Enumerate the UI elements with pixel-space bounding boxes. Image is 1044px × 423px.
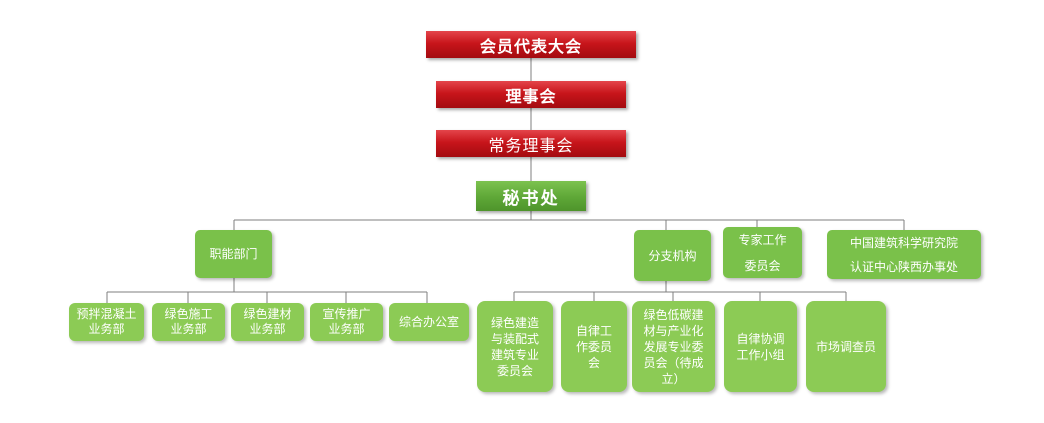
functional-child-box: 预拌混凝土 业务部 bbox=[69, 303, 144, 341]
branch-child-label: 市场调查员 bbox=[815, 339, 876, 354]
functional-child-box: 绿色建材 业务部 bbox=[231, 303, 304, 341]
cabr-office-label: 中国建筑科学研究院 认证中心陕西办事处 bbox=[849, 235, 958, 274]
branches-box: 分支机构 bbox=[634, 230, 711, 281]
standing-council-box: 常务理事会 bbox=[436, 130, 626, 157]
secretariat-label: 秘书处 bbox=[502, 188, 560, 209]
functional-child-box: 综合办公室 bbox=[389, 303, 469, 341]
branches-label: 分支机构 bbox=[648, 248, 697, 263]
functional-depts-label: 职能部门 bbox=[209, 247, 258, 261]
branch-child-box: 绿色低碳建 材与产业化 发展专业委 员会（待成 立） bbox=[632, 301, 715, 392]
branch-child-box: 自律协调 工作小组 bbox=[724, 301, 797, 392]
congress-label: 会员代表大会 bbox=[479, 36, 582, 56]
council-box: 理事会 bbox=[436, 81, 626, 108]
branch-child-label: 自律协调 工作小组 bbox=[736, 331, 785, 362]
council-label: 理事会 bbox=[505, 86, 557, 106]
functional-child-label: 宣传推广 业务部 bbox=[322, 307, 371, 336]
branch-child-label: 绿色建造 与装配式 建筑专业 委员会 bbox=[490, 315, 539, 378]
functional-child-box: 绿色施工 业务部 bbox=[152, 303, 225, 341]
functional-child-box: 宣传推广 业务部 bbox=[310, 303, 383, 341]
functional-child-label: 预拌混凝土 业务部 bbox=[76, 307, 137, 336]
functional-child-label: 综合办公室 bbox=[398, 314, 459, 329]
branch-child-label: 自律工 作委员 会 bbox=[575, 323, 612, 370]
branch-child-box: 绿色建造 与装配式 建筑专业 委员会 bbox=[477, 301, 553, 392]
cabr-office-box: 中国建筑科学研究院 认证中心陕西办事处 bbox=[827, 230, 981, 279]
branch-child-label: 绿色低碳建 材与产业化 发展专业委 员会（待成 立） bbox=[643, 307, 704, 386]
expert-committee-label: 专家工作 委员会 bbox=[738, 232, 787, 273]
branch-child-box: 市场调查员 bbox=[806, 301, 886, 392]
standing-council-label: 常务理事会 bbox=[488, 135, 574, 155]
expert-committee-box: 专家工作 委员会 bbox=[723, 227, 802, 278]
branch-child-box: 自律工 作委员 会 bbox=[561, 301, 627, 392]
secretariat-box: 秘书处 bbox=[476, 181, 586, 211]
functional-depts-box: 职能部门 bbox=[195, 230, 272, 278]
functional-child-label: 绿色建材 业务部 bbox=[243, 307, 292, 336]
congress-box: 会员代表大会 bbox=[426, 31, 636, 58]
functional-child-label: 绿色施工 业务部 bbox=[164, 307, 213, 336]
